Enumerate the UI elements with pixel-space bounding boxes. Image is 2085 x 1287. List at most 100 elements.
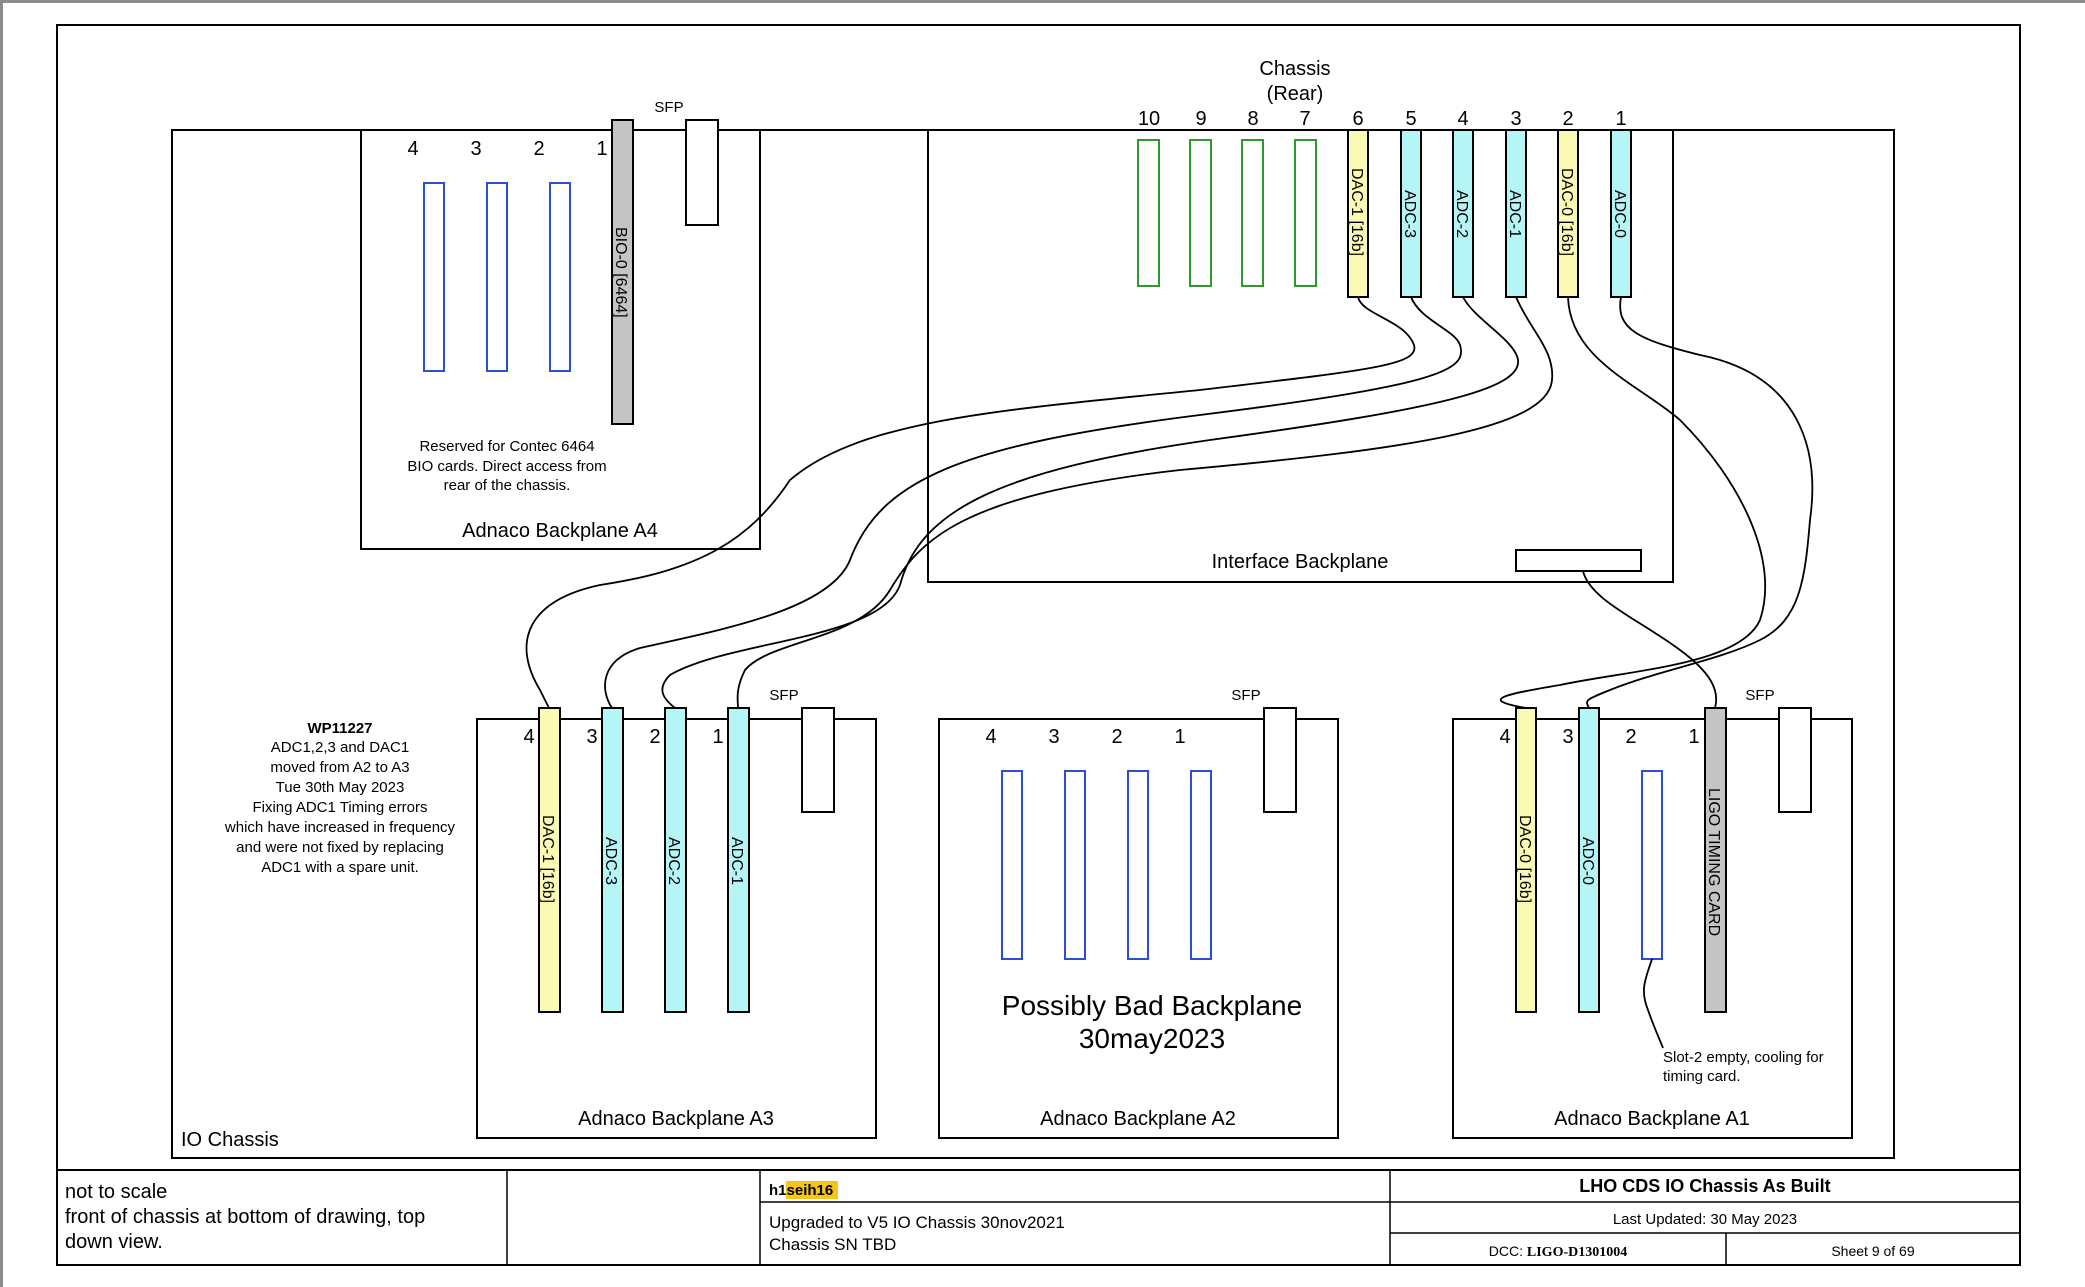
adc-card-label: ADC-3 bbox=[1401, 190, 1418, 238]
backplane-a1-box bbox=[1452, 718, 1853, 1139]
empty-slot bbox=[549, 182, 571, 372]
a2-slot-number: 4 bbox=[985, 726, 996, 748]
bio-card bbox=[611, 119, 634, 425]
dac-card-label: DAC-0 [16b] bbox=[1558, 168, 1575, 256]
cables bbox=[525, 296, 1814, 1049]
interface-slot-number: 8 bbox=[1247, 108, 1258, 130]
empty-slot bbox=[1001, 770, 1023, 960]
a3-slot-number: 3 bbox=[586, 726, 597, 748]
cable-dac-1 bbox=[525, 296, 1416, 709]
empty-slot bbox=[1064, 770, 1086, 960]
empty-slot bbox=[1241, 139, 1264, 287]
sfp-label: SFP bbox=[769, 687, 798, 704]
bad-backplane-date: 30may2023 bbox=[1079, 1023, 1225, 1054]
sfp-port bbox=[1778, 707, 1812, 813]
cable-adc-1 bbox=[736, 296, 1553, 709]
slot-2-leader-line bbox=[1643, 958, 1664, 1049]
work-permit-line: ADC1 with a spare unit. bbox=[261, 859, 419, 876]
model-highlight: seih16 bbox=[787, 1182, 834, 1199]
last-updated: Last Updated: 30 May 2023 bbox=[1613, 1211, 1797, 1228]
bio-card-label: BIO-0 [6464] bbox=[612, 227, 629, 318]
a4-slot-number: 2 bbox=[533, 138, 544, 160]
backplane-a2-label: Adnaco Backplane A2 bbox=[1040, 1108, 1236, 1130]
drawing-note: front of chassis at bottom of drawing, t… bbox=[65, 1206, 425, 1228]
backplane-a4-box bbox=[360, 129, 761, 550]
a4-slot-number: 1 bbox=[596, 138, 607, 160]
a1-note-line: timing card. bbox=[1663, 1068, 1741, 1085]
a4-slot-number: 3 bbox=[470, 138, 481, 160]
interface-slot-number: 2 bbox=[1562, 108, 1573, 130]
a2-slot-number: 1 bbox=[1174, 726, 1185, 748]
a1-slot-number: 4 bbox=[1499, 726, 1510, 748]
adc-card-label: ADC-0 bbox=[1611, 190, 1628, 238]
dac-card bbox=[538, 707, 561, 1013]
chassis-title: Chassis bbox=[1259, 58, 1330, 80]
work-permit-line: moved from A2 to A3 bbox=[270, 759, 409, 776]
cable-adc-0 bbox=[1586, 296, 1814, 709]
a4-note-line: BIO cards. Direct access from bbox=[407, 458, 606, 475]
dcc-number: DCC: LIGO-D1301004 bbox=[1489, 1243, 1627, 1260]
work-permit-line: Tue 30th May 2023 bbox=[276, 779, 405, 796]
adc-card bbox=[664, 707, 687, 1013]
empty-slot bbox=[1190, 770, 1212, 960]
interface-slot-number: 6 bbox=[1352, 108, 1363, 130]
backplane-a2-box bbox=[938, 718, 1339, 1139]
interface-slot-number: 3 bbox=[1510, 108, 1521, 130]
work-permit-id: WP11227 bbox=[307, 720, 372, 737]
a3-slot-number: 4 bbox=[523, 726, 534, 748]
a4-note-line: Reserved for Contec 6464 bbox=[419, 438, 594, 455]
backplane-a1-label: Adnaco Backplane A1 bbox=[1554, 1108, 1750, 1130]
dcc-value: LIGO-D1301004 bbox=[1527, 1245, 1627, 1260]
backplane-a3-label: Adnaco Backplane A3 bbox=[578, 1108, 774, 1130]
sheet-border bbox=[56, 24, 2021, 1266]
a3-slot-number: 1 bbox=[712, 726, 723, 748]
work-permit-line: Fixing ADC1 Timing errors bbox=[252, 799, 427, 816]
interface-backplane-label: Interface Backplane bbox=[1212, 551, 1389, 573]
a2-slot-number: 2 bbox=[1111, 726, 1122, 748]
work-permit-line: and were not fixed by replacing bbox=[236, 839, 444, 856]
interface-slot-number: 1 bbox=[1615, 108, 1626, 130]
sfp-port bbox=[1263, 707, 1297, 813]
work-permit-line: ADC1,2,3 and DAC1 bbox=[271, 739, 409, 756]
empty-slot bbox=[486, 182, 508, 372]
sfp-port bbox=[685, 119, 719, 226]
adc-card-label: ADC-2 bbox=[665, 837, 682, 885]
a4-slot-number: 4 bbox=[407, 138, 418, 160]
cable-adc-3 bbox=[604, 296, 1462, 709]
work-permit-line: which have increased in frequency bbox=[224, 819, 456, 836]
interface-slot-number: 7 bbox=[1299, 108, 1310, 130]
a2-slot-number: 3 bbox=[1048, 726, 1059, 748]
timing-card-label: LIGO TIMING CARD bbox=[1705, 788, 1722, 936]
adc-card bbox=[601, 707, 624, 1013]
interface-backplane-box bbox=[927, 129, 1674, 583]
dcc-label: DCC: bbox=[1489, 1243, 1527, 1259]
sfp-port bbox=[801, 707, 835, 813]
empty-slot bbox=[423, 182, 445, 372]
adc-card-label: ADC-0 bbox=[1579, 837, 1596, 885]
a3-slot-number: 2 bbox=[649, 726, 660, 748]
dac-card-label: DAC-0 [16b] bbox=[1516, 815, 1533, 903]
chassis-sn: Chassis SN TBD bbox=[769, 1235, 896, 1254]
adc-card-label: ADC-1 bbox=[728, 837, 745, 885]
interface-backplane: 10 9 8 7 6 5 4 3 2 1 DAC-1 [16b] ADC-3 A… bbox=[927, 108, 1674, 583]
model-highlight-marker bbox=[786, 1181, 838, 1199]
interface-slot-number: 5 bbox=[1405, 108, 1416, 130]
empty-slot bbox=[1189, 139, 1212, 287]
adc-card-label: ADC-2 bbox=[1453, 190, 1470, 238]
drawing-note: down view. bbox=[65, 1231, 163, 1253]
cable-adc-2 bbox=[661, 296, 1519, 709]
work-permit-note: WP11227 ADC1,2,3 and DAC1 moved from A2 … bbox=[224, 720, 456, 876]
drawing-note: not to scale bbox=[65, 1181, 167, 1203]
sfp-label: SFP bbox=[1231, 687, 1260, 704]
backplane-a1: 4 3 2 1 DAC-0 [16b] ADC-0 LIGO TIMING CA… bbox=[1452, 687, 1853, 1139]
empty-slot bbox=[1137, 139, 1160, 287]
interface-slot-number: 4 bbox=[1457, 108, 1468, 130]
frame-top-border bbox=[0, 0, 2085, 3]
a1-slot-number: 1 bbox=[1688, 726, 1699, 748]
interface-slot-number: 10 bbox=[1138, 108, 1160, 130]
sheet-number: Sheet 9 of 69 bbox=[1831, 1243, 1915, 1259]
backplane-a4-label: Adnaco Backplane A4 bbox=[462, 520, 658, 542]
drawing-title: LHO CDS IO Chassis As Built bbox=[1579, 1176, 1830, 1196]
a4-note-line: rear of the chassis. bbox=[444, 477, 571, 494]
